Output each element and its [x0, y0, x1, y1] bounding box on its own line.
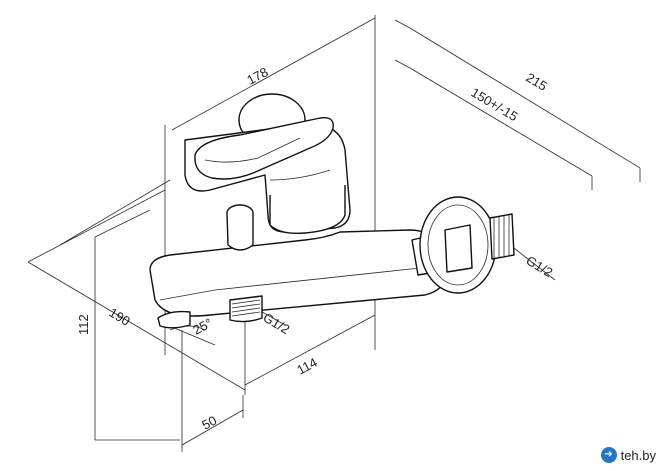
- spout-body: [149, 229, 446, 317]
- right-flange-inner: [427, 204, 489, 286]
- dim-line-50: [181, 409, 244, 446]
- diverter-knob: [226, 212, 254, 251]
- label-g12-right: G1/2: [523, 253, 555, 280]
- ext-215-a: [394, 19, 411, 29]
- label-114: 114: [294, 355, 319, 378]
- right-thread: [493, 215, 510, 258]
- dim-line-178: [171, 17, 376, 131]
- lever-handle: [194, 117, 334, 180]
- bottom-thread: [231, 299, 261, 317]
- ext-112-top: [94, 209, 151, 238]
- ext-150-a: [394, 59, 411, 69]
- label-50: 50: [199, 413, 219, 433]
- dim-line-215: [409, 27, 641, 169]
- label-25deg: 25°: [190, 315, 214, 337]
- arrow-icon: ➜: [600, 447, 617, 463]
- dim-line-114: [244, 314, 376, 386]
- spout-outlet: [157, 310, 191, 329]
- leader-g12-right: [509, 244, 556, 281]
- dimension-lines: [27, 15, 641, 452]
- ext-190-top: [27, 189, 166, 263]
- ext-190-mid: [59, 179, 171, 246]
- mixer-cylinder: [269, 185, 346, 235]
- dim-line-150: [409, 67, 593, 177]
- housing-detail: [269, 169, 331, 181]
- site-watermark[interactable]: ➜ teh.by: [594, 445, 662, 465]
- label-215: 215: [523, 70, 549, 94]
- watermark-text: teh.by: [620, 447, 656, 463]
- lever-detail: [204, 137, 301, 163]
- spout-edge: [159, 267, 421, 301]
- eccentric-body: [444, 224, 473, 273]
- label-g12-bottom: G1/2: [260, 310, 292, 337]
- label-178: 178: [244, 64, 270, 87]
- eccentric-thread: [489, 213, 515, 260]
- label-190: 190: [106, 305, 132, 329]
- label-112: 112: [76, 314, 91, 335]
- faucet-body: [149, 93, 515, 329]
- dim-line-190: [27, 261, 246, 391]
